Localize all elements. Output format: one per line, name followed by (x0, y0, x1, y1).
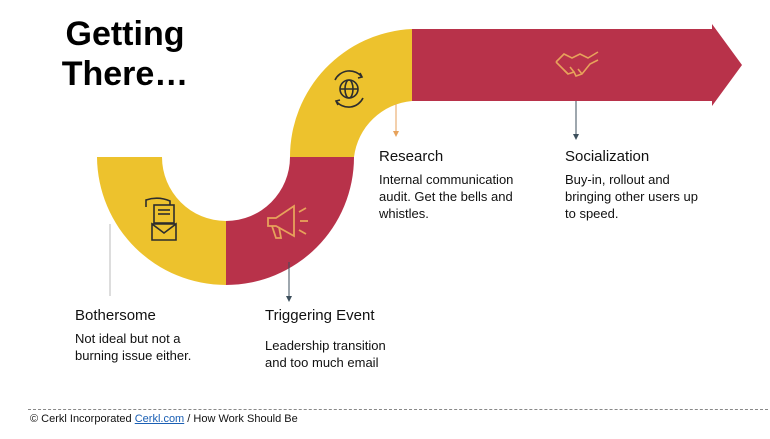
megaphone-icon (267, 204, 308, 239)
handshake-icon (555, 51, 599, 77)
stage-bothersome-desc: Not ideal but not a burning issue either… (75, 331, 192, 363)
footer: © Cerkl Incorporated Cerkl.com / How Wor… (30, 413, 298, 425)
footer-divider (28, 409, 768, 410)
connector-socialization (573, 101, 579, 140)
stage-socialization-title: Socialization (565, 148, 650, 165)
stage-triggering-event-title: Triggering Event (265, 307, 375, 324)
footer-link[interactable]: Cerkl.com (134, 413, 185, 425)
segment-research (289, 29, 412, 157)
stage-bothersome-title: Bothersome (75, 307, 156, 324)
connector-research (393, 104, 399, 137)
globe-cycle-icon (334, 70, 364, 108)
footer-copyright: © Cerkl Incorporated (30, 413, 132, 425)
footer-tagline: / How Work Should Be (187, 413, 298, 425)
stage-bothersome: Bothersome Not ideal but not a burning i… (75, 307, 225, 364)
segment-socialization-arrow (412, 24, 742, 106)
stage-research-title: Research (379, 148, 444, 165)
connector-triggering-event (286, 262, 292, 302)
stage-research: Research Internal communication audit. G… (379, 148, 519, 222)
stage-research-desc: Internal communication audit. Get the be… (379, 172, 514, 221)
stage-socialization: Socialization Buy-in, rollout and bringi… (565, 148, 705, 222)
stage-triggering-event: Triggering Event Leadership transition a… (265, 307, 405, 371)
stage-socialization-desc: Buy-in, rollout and bringing other users… (565, 172, 698, 221)
stage-triggering-event-desc: Leadership transition and too much email (265, 338, 386, 370)
envelope-hand-icon (145, 197, 177, 241)
diagram-title: Getting There… (61, 15, 189, 93)
segment-triggering-event (226, 157, 354, 285)
